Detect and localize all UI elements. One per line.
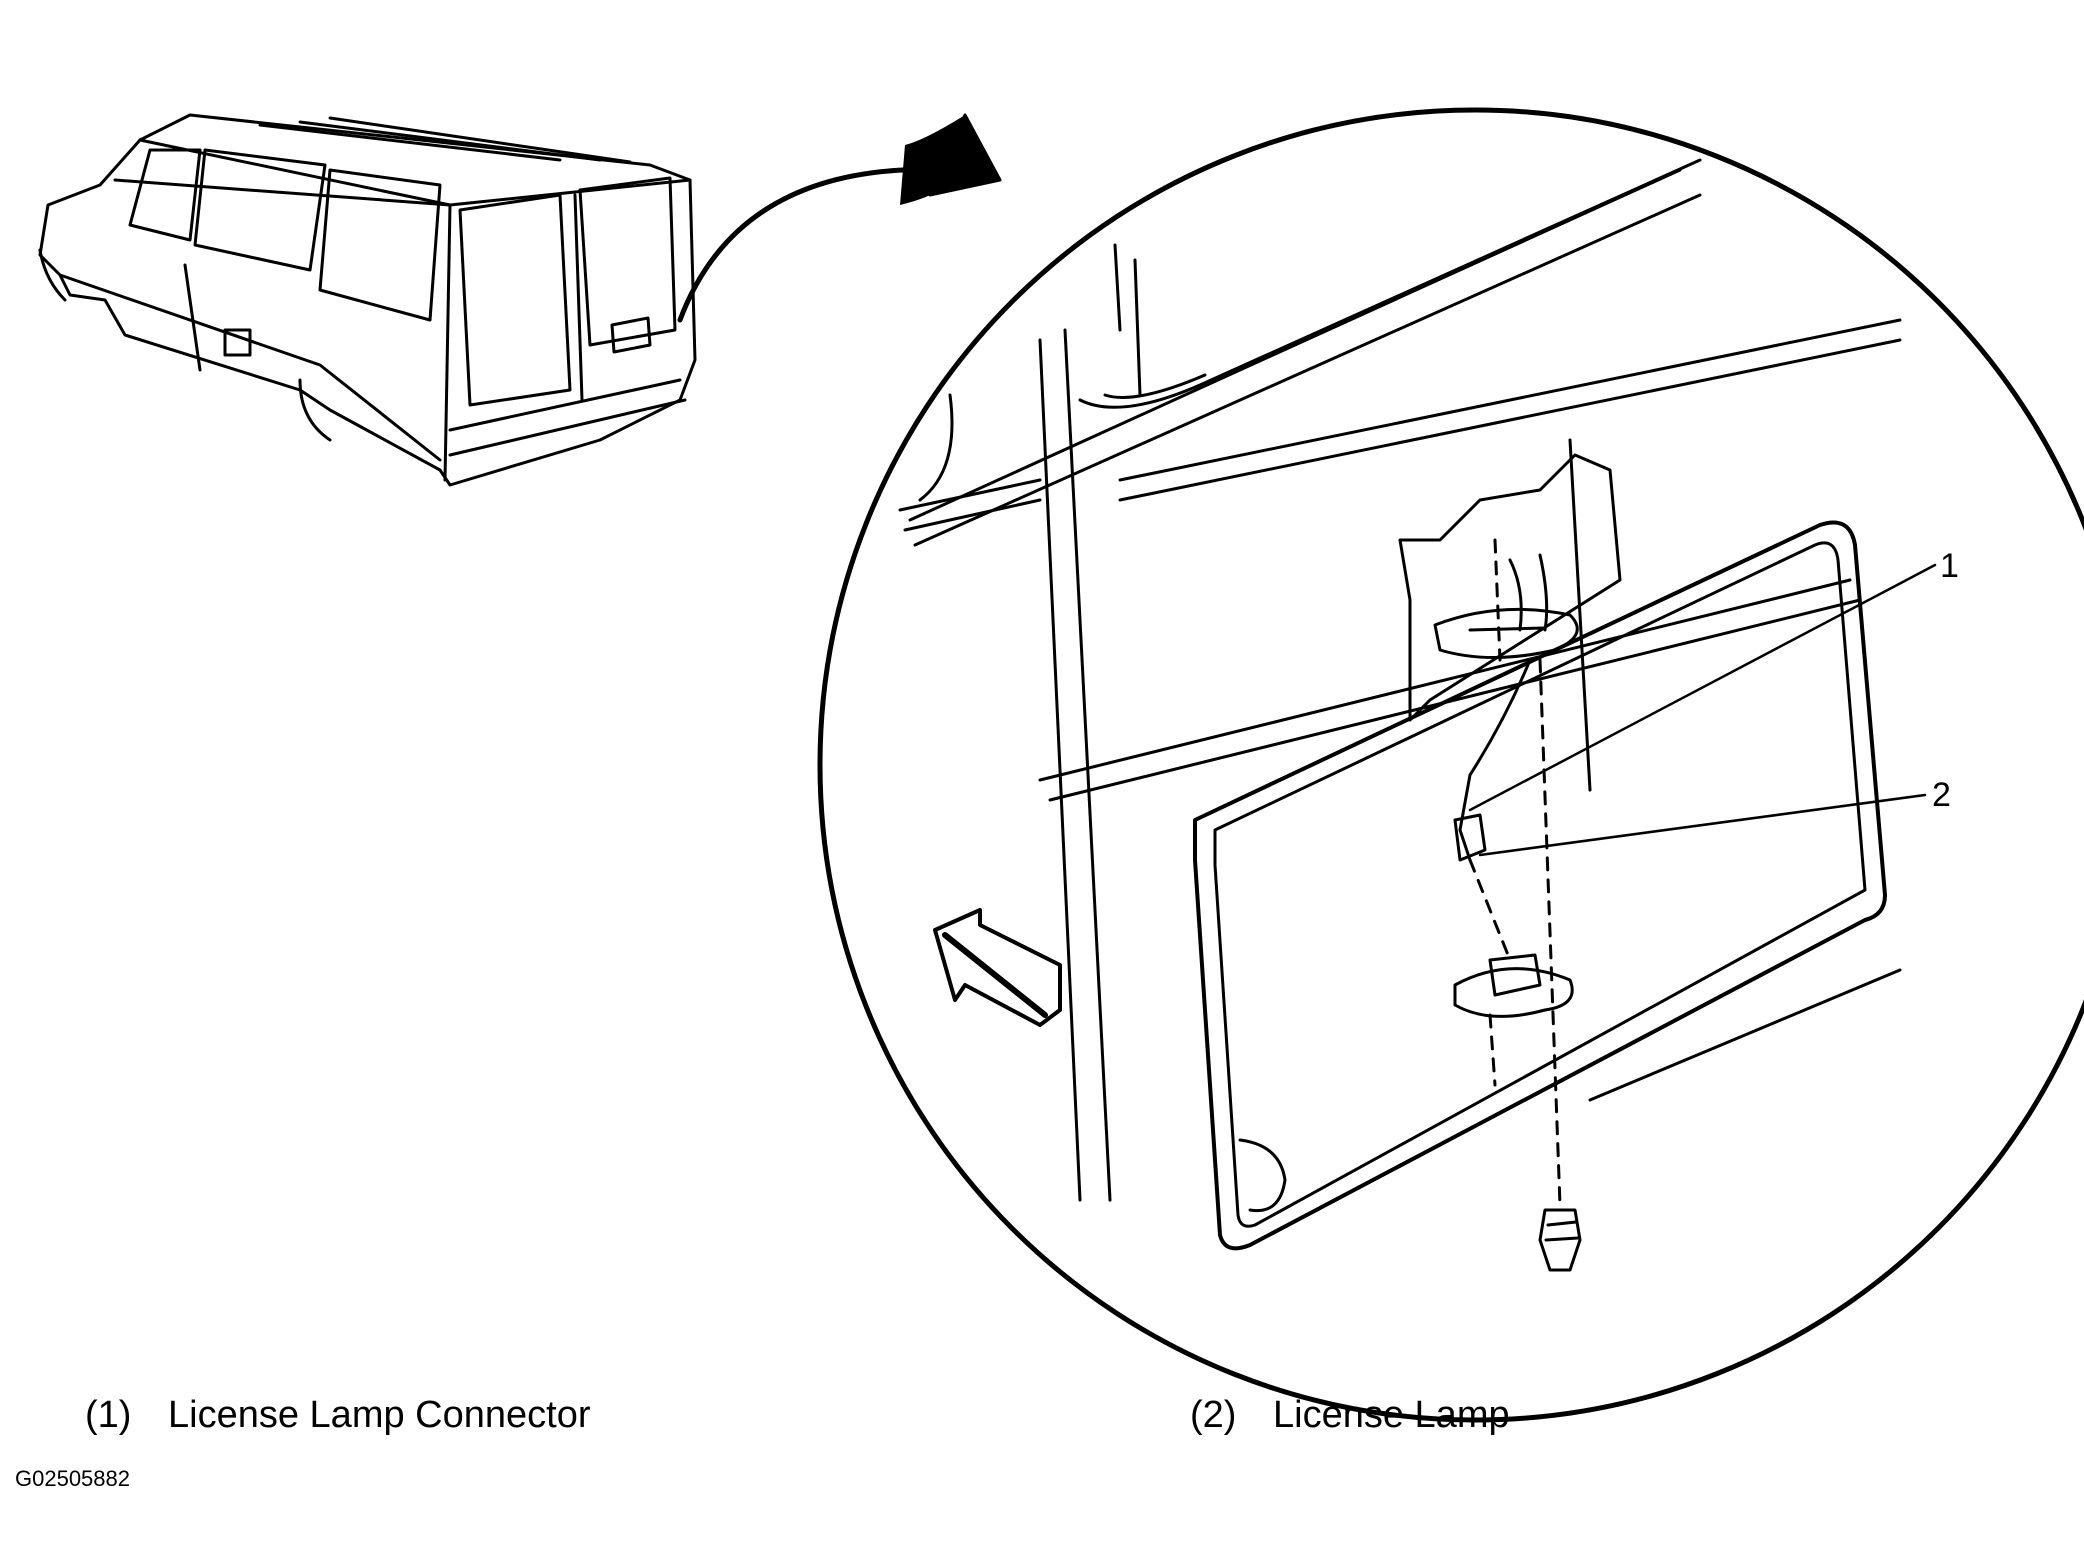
legend-item-2: (2) License Lamp — [1190, 1392, 1510, 1438]
detail-circle — [817, 107, 2084, 1423]
legend-item-1: (1) License Lamp Connector — [85, 1392, 591, 1438]
figure-id: G02505882 — [15, 1466, 130, 1491]
legend-label: License Lamp — [1273, 1394, 1510, 1436]
leader-line-2 — [1478, 793, 1927, 857]
callout-2: 2 — [1932, 776, 1951, 814]
pointer-arrow — [677, 113, 1002, 323]
legend-number: (2) — [1190, 1394, 1237, 1436]
legend-label: License Lamp Connector — [168, 1394, 591, 1436]
callout-1: 1 — [1940, 547, 1959, 585]
van-illustration — [38, 113, 697, 487]
leader-line-1 — [1468, 563, 1937, 812]
detail-illustration — [898, 158, 1937, 1272]
legend-number: (1) — [85, 1394, 132, 1436]
